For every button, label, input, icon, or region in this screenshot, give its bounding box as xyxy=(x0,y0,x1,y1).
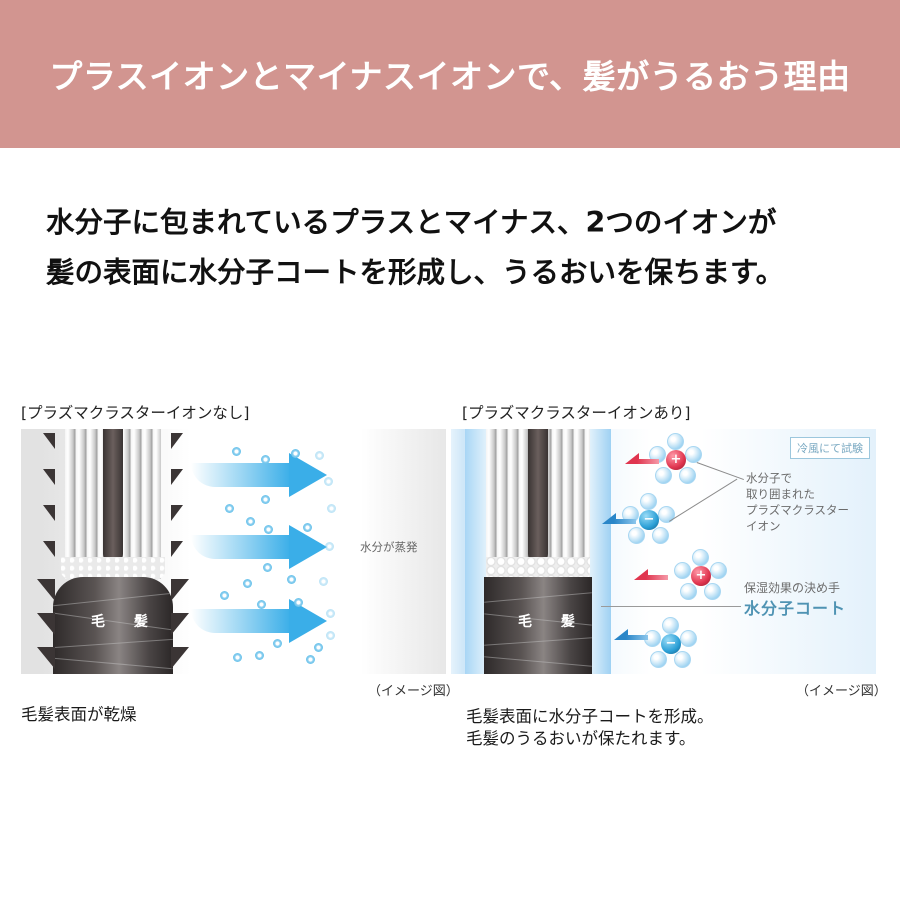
ion-callout-label: 水分子で 取り囲まれた プラズマクラスター イオン xyxy=(746,471,850,533)
minus-ion-cluster-icon: − xyxy=(644,617,698,671)
plus-ion-direction-arrow-icon xyxy=(634,569,668,581)
page-title: プラスイオンとマイナスイオンで、髪がうるおう理由 xyxy=(49,57,851,96)
description-line-2: 毛髪のうるおいが保たれます。 xyxy=(466,729,696,748)
lead-text: 水分子に包まれているプラスとマイナス、2つのイオンが 髪の表面に水分子コートを形… xyxy=(46,198,876,298)
caption-without-ions: [プラズマクラスターイオンなし] xyxy=(21,404,250,422)
image-note-right: （イメージ図） xyxy=(796,684,887,699)
plus-ion-cluster-icon: + xyxy=(649,433,703,487)
lead-line-1: 水分子に包まれているプラスとマイナス、2つのイオンが xyxy=(46,206,777,239)
lead-line-2: 髪の表面に水分子コートを形成し、うるおいを保ちます。 xyxy=(46,256,785,289)
test-condition-badge: 冷風にて試験 xyxy=(790,437,870,459)
minus-ion-cluster-icon: − xyxy=(622,493,676,547)
plus-ion-direction-arrow-icon xyxy=(625,453,659,465)
hair-shaft-illustration: 毛 髪 xyxy=(37,429,189,674)
minus-ion-icon: − xyxy=(639,510,659,530)
illustration-without-ions: 毛 髪 水分が蒸発 xyxy=(21,429,446,674)
hair-label: 毛 髪 xyxy=(518,614,587,630)
hair-medulla xyxy=(528,429,548,564)
plus-ion-cluster-icon: + xyxy=(674,549,728,603)
evaporation-label: 水分が蒸発 xyxy=(360,540,418,554)
coat-title: 水分子コート xyxy=(744,599,847,618)
minus-ion-icon: − xyxy=(661,634,681,654)
hair-cuticle xyxy=(53,577,173,674)
description-line-1: 毛髪表面に水分子コートを形成。 xyxy=(466,707,714,726)
description-with-ions: 毛髪表面に水分子コートを形成。 毛髪のうるおいが保たれます。 xyxy=(466,706,714,750)
header-banner: プラスイオンとマイナスイオンで、髪がうるおう理由 xyxy=(0,0,900,148)
description-without-ions: 毛髪表面が乾燥 xyxy=(21,705,137,724)
hair-medulla xyxy=(103,429,123,564)
minus-ion-direction-arrow-icon xyxy=(602,513,636,525)
caption-with-ions: [プラズマクラスターイオンあり] xyxy=(462,404,691,422)
illustration-with-ions: 毛 髪 冷風にて試験 + − + − 水分子で 取り囲まれた プラズマクラスター… xyxy=(451,429,876,674)
minus-ion-direction-arrow-icon xyxy=(614,629,648,641)
coat-subtitle: 保湿効果の決め手 xyxy=(744,581,841,595)
image-note-left: （イメージ図） xyxy=(368,684,459,699)
plus-ion-icon: + xyxy=(666,450,686,470)
coat-leader-line xyxy=(601,606,741,607)
hair-cuticle xyxy=(484,577,592,674)
hair-label: 毛 髪 xyxy=(91,614,160,630)
hair-shaft-illustration: 毛 髪 xyxy=(484,429,592,674)
callout-leader-line xyxy=(696,462,744,481)
plus-ion-icon: + xyxy=(691,566,711,586)
